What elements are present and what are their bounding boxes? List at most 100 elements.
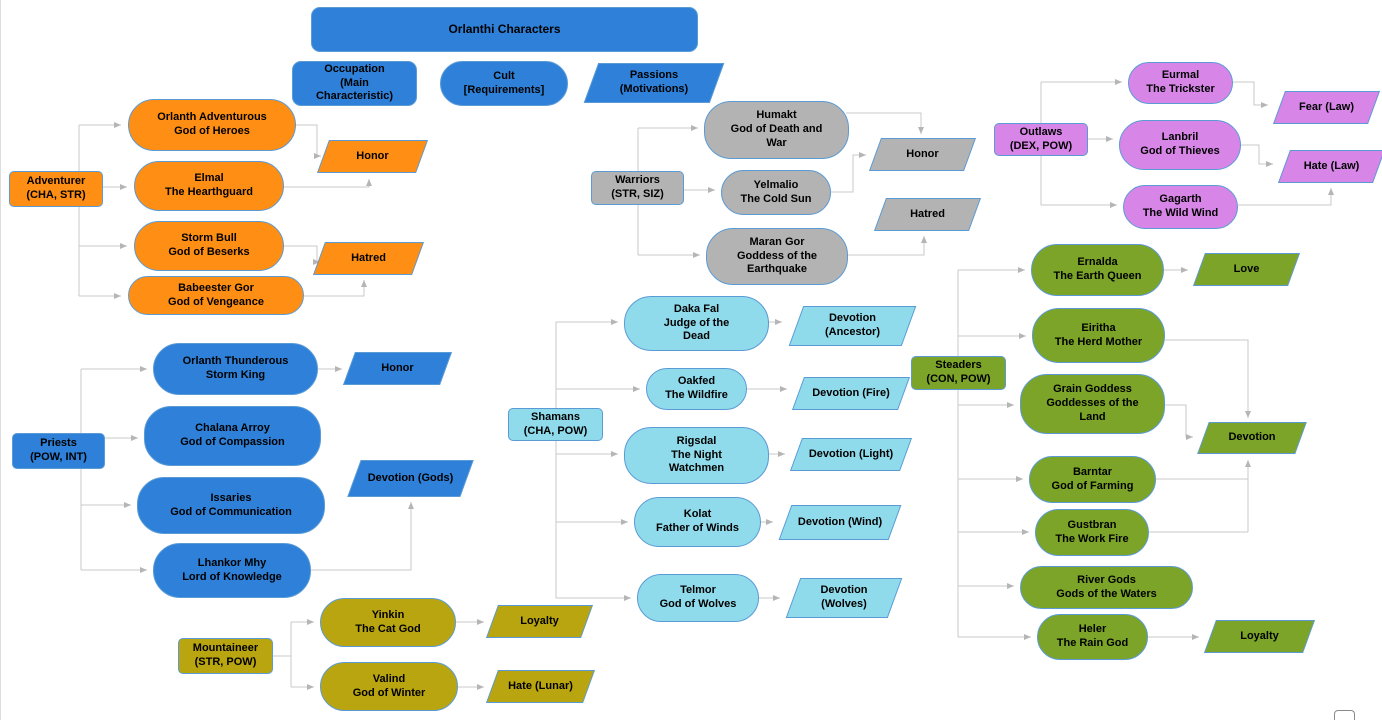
passion-label: Devotion (Wolves) <box>820 584 868 610</box>
cult-name: Kolat <box>683 508 712 521</box>
diagram-title[interactable]: Orlanthi Characters <box>311 7 698 52</box>
passion-devotion-steaders[interactable]: Devotion <box>1203 422 1301 454</box>
legend-passions[interactable]: Passions (Motivations) <box>591 63 717 103</box>
passion-devotion-wolves[interactable]: Devotion (Wolves) <box>793 578 895 618</box>
passion-label: Hatred <box>351 251 386 264</box>
cult-name: Barntar <box>1072 465 1113 478</box>
cult-title: God of Compassion <box>180 436 285 448</box>
cult-river-gods[interactable]: River Gods Gods of the Waters <box>1020 566 1193 609</box>
cult-chalana-arroy[interactable]: Chalana Arroy God of Compassion <box>144 406 321 466</box>
passion-devotion-wind[interactable]: Devotion (Wind) <box>785 505 895 540</box>
passion-hatred-adventurer[interactable]: Hatred <box>319 242 418 275</box>
cult-maran-gor[interactable]: Maran Gor Goddess of the Earthquake <box>706 228 848 285</box>
cult-eiritha[interactable]: Eiritha The Herd Mother <box>1032 308 1165 363</box>
passion-loyalty-steaders[interactable]: Loyalty <box>1210 620 1309 653</box>
passion-hatred-warriors[interactable]: Hatred <box>880 198 975 231</box>
cult-title: God of Beserks <box>168 246 250 258</box>
passion-honor-priests[interactable]: Honor <box>349 352 446 385</box>
cult-name: Humakt <box>756 109 797 122</box>
legend-passions-name: Passions <box>629 69 679 82</box>
group-name: Steaders <box>935 359 982 372</box>
cult-name: Valind <box>372 672 406 685</box>
passion-label: Hatred <box>910 207 945 220</box>
cult-babeester-gor[interactable]: Babeester Gor God of Vengeance <box>128 276 304 315</box>
cult-title: Gods of the Waters <box>1056 587 1157 600</box>
cult-daka-fal[interactable]: Daka Fal Judge of the Dead <box>624 296 769 351</box>
cult-title: Goddesses of the Land <box>1046 397 1139 423</box>
cult-name: Telmor <box>680 584 716 597</box>
cult-valind[interactable]: Valind God of Winter <box>320 662 458 711</box>
passion-hate-lunar[interactable]: Hate (Lunar) <box>492 670 589 703</box>
cult-name: Orlanth Thunderous <box>182 355 289 368</box>
group-stats: (CHA, STR) <box>26 189 86 201</box>
cult-name: River Gods <box>1077 573 1136 586</box>
group-adventurer[interactable]: Adventurer (CHA, STR) <box>9 171 103 207</box>
group-stats: (CHA, POW) <box>523 424 588 437</box>
passion-love[interactable]: Love <box>1199 253 1294 286</box>
passion-label: Devotion <box>1228 431 1276 444</box>
group-name: Priests <box>40 437 77 450</box>
group-mountaineer[interactable]: Mountaineer (STR, POW) <box>178 638 273 674</box>
passion-devotion-ancestor[interactable]: Devotion (Ancestor) <box>796 306 909 346</box>
group-steaders[interactable]: Steaders (CON, POW) <box>911 356 1006 390</box>
cult-orlanth-thunderous[interactable]: Orlanth Thunderous Storm King <box>153 343 318 395</box>
passion-fear-law[interactable]: Fear (Law) <box>1279 91 1374 124</box>
cult-name: Storm Bull <box>181 232 237 245</box>
cult-lanbril[interactable]: Lanbril God of Thieves <box>1119 120 1241 170</box>
cult-name: Daka Fal <box>673 302 720 315</box>
cult-title: The Trickster <box>1146 83 1215 95</box>
passion-honor-warriors[interactable]: Honor <box>875 138 970 171</box>
cult-yinkin[interactable]: Yinkin The Cat God <box>320 598 456 647</box>
cult-name: Grain Goddess <box>1053 383 1132 396</box>
passion-loyalty-mountaineer[interactable]: Loyalty <box>492 605 587 638</box>
group-stats: (POW, INT) <box>30 451 87 463</box>
cult-rigsdal[interactable]: Rigsdal The Night Watchmen <box>624 427 769 484</box>
cult-kolat[interactable]: Kolat Father of Winds <box>634 497 761 547</box>
cult-storm-bull[interactable]: Storm Bull God of Beserks <box>134 221 284 271</box>
group-name: Outlaws <box>1019 125 1063 138</box>
cult-title: Lord of Knowledge <box>182 570 282 583</box>
cult-title: God of Farming <box>1051 479 1134 492</box>
cult-title: The Herd Mother <box>1054 335 1143 348</box>
cult-name: Gagarth <box>1159 193 1202 206</box>
cult-name: Elmal <box>194 172 224 185</box>
cult-issaries[interactable]: Issaries God of Communication <box>137 477 325 534</box>
cult-elmal[interactable]: Elmal The Hearthguard <box>134 161 284 211</box>
passion-hate-law[interactable]: Hate (Law) <box>1284 150 1379 183</box>
cult-yelmalio[interactable]: Yelmalio The Cold Sun <box>721 170 831 215</box>
legend-cult[interactable]: Cult [Requirements] <box>440 61 568 106</box>
passion-label: Devotion (Light) <box>808 447 894 460</box>
group-warriors[interactable]: Warriors (STR, SIZ) <box>591 171 684 205</box>
cult-telmor[interactable]: Telmor God of Wolves <box>637 574 759 622</box>
cult-oakfed[interactable]: Oakfed The Wildfire <box>646 368 747 410</box>
cult-name: Eiritha <box>1081 321 1116 334</box>
cult-gustbran[interactable]: Gustbran The Work Fire <box>1035 509 1149 556</box>
passion-devotion-gods[interactable]: Devotion (Gods) <box>354 460 467 497</box>
cult-humakt[interactable]: Humakt God of Death and War <box>704 101 849 159</box>
group-shamans[interactable]: Shamans (CHA, POW) <box>508 408 603 441</box>
passion-devotion-fire[interactable]: Devotion (Fire) <box>798 377 904 410</box>
cult-title: God of Thieves <box>1140 145 1220 157</box>
cult-name: Yinkin <box>371 608 405 621</box>
cult-eurmal[interactable]: Eurmal The Trickster <box>1128 62 1233 104</box>
passion-label: Devotion (Wind) <box>797 515 883 528</box>
passion-honor-adventurer[interactable]: Honor <box>323 140 422 173</box>
passion-label: Honor <box>906 147 939 160</box>
group-priests[interactable]: Priests (POW, INT) <box>12 433 105 469</box>
cult-lhankor-mhy[interactable]: Lhankor Mhy Lord of Knowledge <box>153 543 311 598</box>
cult-barntar[interactable]: Barntar God of Farming <box>1029 456 1156 503</box>
cult-title: Judge of the Dead <box>663 316 730 343</box>
cult-grain-goddess[interactable]: Grain Goddess Goddesses of the Land <box>1020 374 1165 434</box>
passion-devotion-light[interactable]: Devotion (Light) <box>796 438 906 471</box>
legend-occupation[interactable]: Occupation (Main Characteristic) <box>292 61 417 106</box>
cult-ernalda[interactable]: Ernalda The Earth Queen <box>1031 244 1164 296</box>
cult-name: Gustbran <box>1067 518 1117 531</box>
cult-title: Goddess of the Earthquake <box>736 249 818 276</box>
cult-name: Lhankor Mhy <box>197 556 267 569</box>
cult-heler[interactable]: Heler The Rain God <box>1037 614 1148 660</box>
group-name: Warriors <box>615 174 660 187</box>
group-outlaws[interactable]: Outlaws (DEX, POW) <box>994 123 1088 156</box>
cult-orlanth-adventurous[interactable]: Orlanth Adventurous God of Heroes <box>128 99 296 151</box>
cult-name: Ernalda <box>1077 256 1118 269</box>
cult-gagarth[interactable]: Gagarth The Wild Wind <box>1123 185 1238 229</box>
